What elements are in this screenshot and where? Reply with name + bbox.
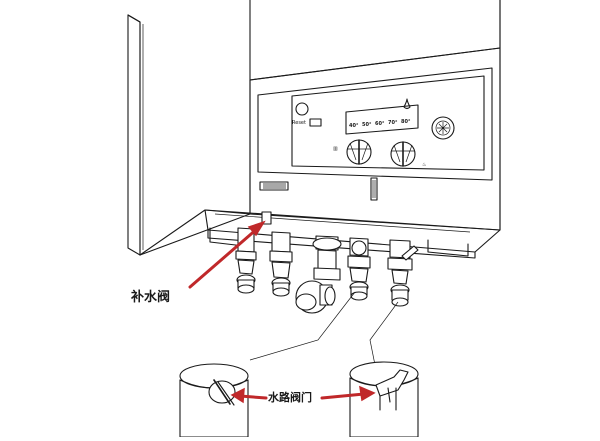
control-panel: Reset 40° 50° 60° 70° 80° ▥ ♨ — [249, 47, 501, 231]
temperature-scale — [345, 104, 419, 135]
water-drop-icon — [403, 98, 411, 110]
svg-text:Reset: Reset — [292, 120, 306, 126]
hot-water-knob: ♨ — [390, 141, 426, 168]
pipe-5 — [387, 239, 419, 307]
pipe-4 — [347, 237, 371, 301]
reset-button — [309, 118, 322, 127]
pressure-gauge — [431, 116, 455, 140]
label-makeup-valve: 补水阀 — [130, 289, 170, 305]
power-icon — [295, 102, 309, 116]
temp-label-0: 40° — [349, 123, 359, 129]
temp-label-1: 50° — [362, 122, 372, 128]
temp-label-2: 60° — [375, 121, 385, 127]
label-water-valve: 水路阀门 — [268, 390, 312, 404]
arrow-water-valve-left — [230, 387, 268, 404]
svg-text:▥: ▥ — [333, 146, 338, 152]
vent-left — [259, 181, 289, 191]
arrow-makeup-valve — [188, 220, 266, 289]
temp-label-3: 70° — [388, 120, 398, 126]
svg-text:♨: ♨ — [422, 162, 426, 168]
boiler-body — [127, 0, 501, 256]
temp-label-4: 80° — [401, 119, 411, 125]
leader-line-right — [369, 301, 399, 366]
pipe-3-gas-valve — [295, 235, 342, 314]
vent-center — [370, 177, 378, 201]
arrow-water-valve-right — [320, 385, 376, 402]
leader-line-left — [249, 291, 356, 361]
pipe-2-makeup-valve — [261, 211, 293, 297]
valve-detail-left — [179, 363, 249, 438]
heating-knob: ▥ — [333, 139, 372, 165]
valve-detail-right — [349, 361, 419, 438]
